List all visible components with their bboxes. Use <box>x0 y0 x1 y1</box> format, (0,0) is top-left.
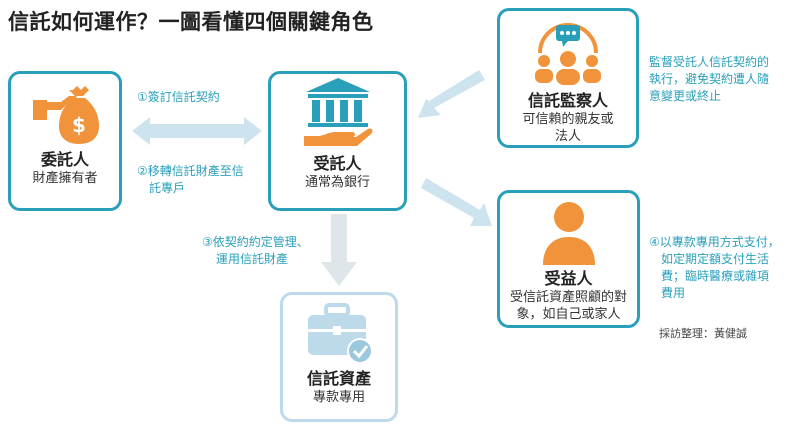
beneficiary-desc-line2: 象，如自己或家人 <box>516 307 621 322</box>
trustee-desc: 通常為銀行 <box>304 175 370 190</box>
note-supervise-line3: 意變更或終止 <box>649 89 722 103</box>
person-icon <box>542 202 595 265</box>
settlor-desc: 財產擁有者 <box>32 171 98 186</box>
supervisor-desc-line1: 可信賴的親友或 <box>522 112 614 127</box>
supervisor-desc-line2: 法人 <box>554 129 581 144</box>
beneficiary-desc-line1: 受信託資產照顧的對 <box>509 290 627 305</box>
asset-desc: 專款專用 <box>312 390 365 405</box>
arrow-trustee-to-asset <box>321 214 357 286</box>
note-supervise: 監督受託人信託契約的 執行，避免契約遭人隨 意變更或終止 <box>649 54 769 105</box>
note-step2-line2: 託專戶 <box>149 181 186 195</box>
trustee-name: 受託人 <box>313 154 362 173</box>
arrow-trustee-to-beneficiary <box>421 178 492 226</box>
credit-text: 採訪整理：黃健誠 <box>659 327 747 340</box>
settlor-name: 委託人 <box>40 150 89 169</box>
group-chat-icon <box>535 23 601 85</box>
note-step2: ②移轉信託財產至信 託專戶 <box>137 163 244 197</box>
trustee-card: 受託人 通常為銀行 <box>268 71 407 211</box>
note-step2-line1: ②移轉信託財產至信 <box>137 164 244 178</box>
beneficiary-card: 受益人 受信託資產照顧的對 象，如自己或家人 <box>497 190 640 328</box>
page-title: 信託如何運作？一圖看懂四個關鍵角色 <box>8 10 374 34</box>
note-step4-line4: 費用 <box>661 286 686 300</box>
note-step3-line2: 運用信託財產 <box>216 252 289 266</box>
asset-card: 信託資產 專款專用 <box>280 292 398 422</box>
note-step4-line2: 如定期定額支付生活 <box>661 252 770 266</box>
briefcase-check-icon <box>308 303 373 364</box>
money-bag-hand-icon: $ <box>33 86 99 144</box>
note-supervise-line1: 監督受託人信託契約的 <box>649 55 770 69</box>
note-step4-line3: 費；臨時醫療或雜項 <box>661 269 770 283</box>
arrow-supervisor-to-trustee <box>418 70 485 118</box>
note-step3: ③依契約約定管理、 運用信託財產 <box>202 234 309 268</box>
supervisor-card: 信託監察人 可信賴的親友或 法人 <box>497 8 639 148</box>
settlor-card: $ 委託人 財產擁有者 <box>8 71 122 211</box>
beneficiary-name: 受益人 <box>544 269 593 288</box>
note-step1: ①簽訂信託契約 <box>137 90 220 104</box>
bank-hand-icon <box>303 78 372 146</box>
supervisor-name: 信託監察人 <box>527 91 608 110</box>
note-step3-line1: ③依契約約定管理、 <box>202 235 309 249</box>
asset-name: 信託資產 <box>306 369 371 388</box>
note-supervise-line2: 執行，避免契約遭人隨 <box>649 72 770 86</box>
svg-text:$: $ <box>72 113 86 137</box>
note-step4: ④以專款專用方式支付， 如定期定額支付生活 費；臨時醫療或雜項 費用 <box>649 234 780 302</box>
double-arrow-settlor-trustee <box>132 117 262 145</box>
note-step4-line1: ④以專款專用方式支付， <box>649 235 780 249</box>
